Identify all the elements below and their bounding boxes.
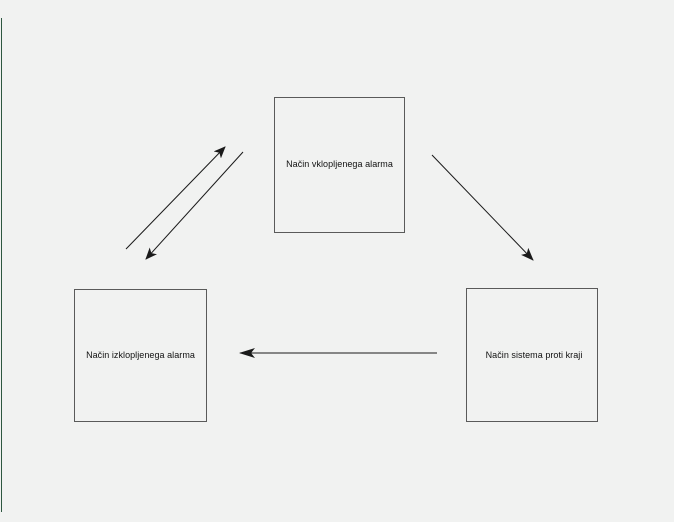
left-accent-rule [1, 18, 2, 512]
state-node-disarmed-label: Način izklopljenega alarma [86, 350, 195, 360]
arrow-armed-to-disarmed [145, 151, 244, 260]
state-node-antitheft[interactable]: Način sistema proti kraji [466, 288, 598, 422]
state-node-armed[interactable]: Način vklopljenega alarma [274, 97, 405, 233]
arrow-disarmed-to-armed [125, 146, 226, 250]
state-node-armed-label: Način vklopljenega alarma [286, 158, 393, 169]
arrow-armed-to-antitheft [431, 154, 534, 261]
state-node-antitheft-label: Način sistema proti kraji [485, 349, 583, 360]
state-node-disarmed[interactable]: Način izklopljenega alarma [74, 289, 207, 422]
